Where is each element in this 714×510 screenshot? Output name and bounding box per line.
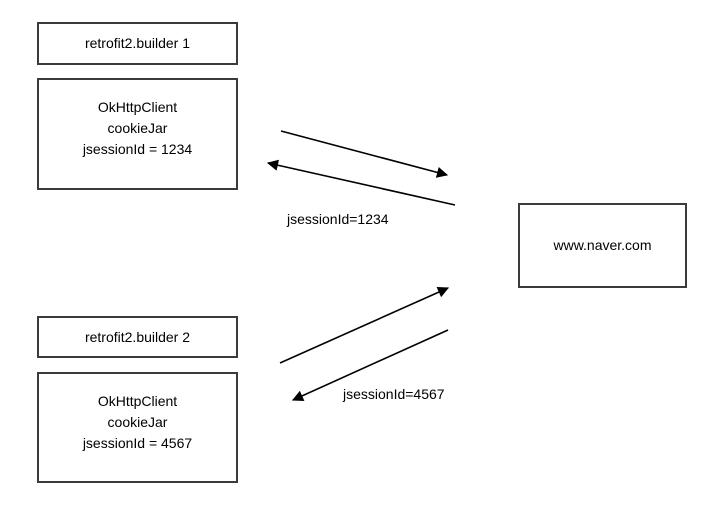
node-www-naver-com[interactable]: www.naver.com	[518, 203, 687, 288]
node-retrofit-builder-1[interactable]: retrofit2.builder 1	[37, 22, 238, 65]
node-label: www.naver.com	[553, 237, 652, 253]
node-label: OkHttpClient cookieJar jsessionId = 4567	[82, 393, 193, 451]
node-label: OkHttpClient cookieJar jsessionId = 1234	[82, 99, 193, 157]
edge-request-1-arrow	[280, 130, 449, 178]
edge-label-response-2: jsessionId=4567	[343, 386, 445, 402]
node-okhttpclient-2[interactable]: OkHttpClient cookieJar jsessionId = 4567	[37, 372, 238, 483]
edge-response-2-arrow	[291, 329, 449, 401]
node-label: retrofit2.builder 2	[84, 328, 191, 345]
node-okhttpclient-1[interactable]: OkHttpClient cookieJar jsessionId = 1234	[37, 78, 238, 190]
node-label: retrofit2.builder 1	[84, 35, 191, 51]
node-retrofit-builder-2[interactable]: retrofit2.builder 2	[37, 316, 238, 358]
edge-response-1-arrow	[266, 159, 456, 206]
edge-request-2-arrow	[279, 286, 450, 364]
edge-label-response-1: jsessionId=1234	[287, 211, 389, 227]
